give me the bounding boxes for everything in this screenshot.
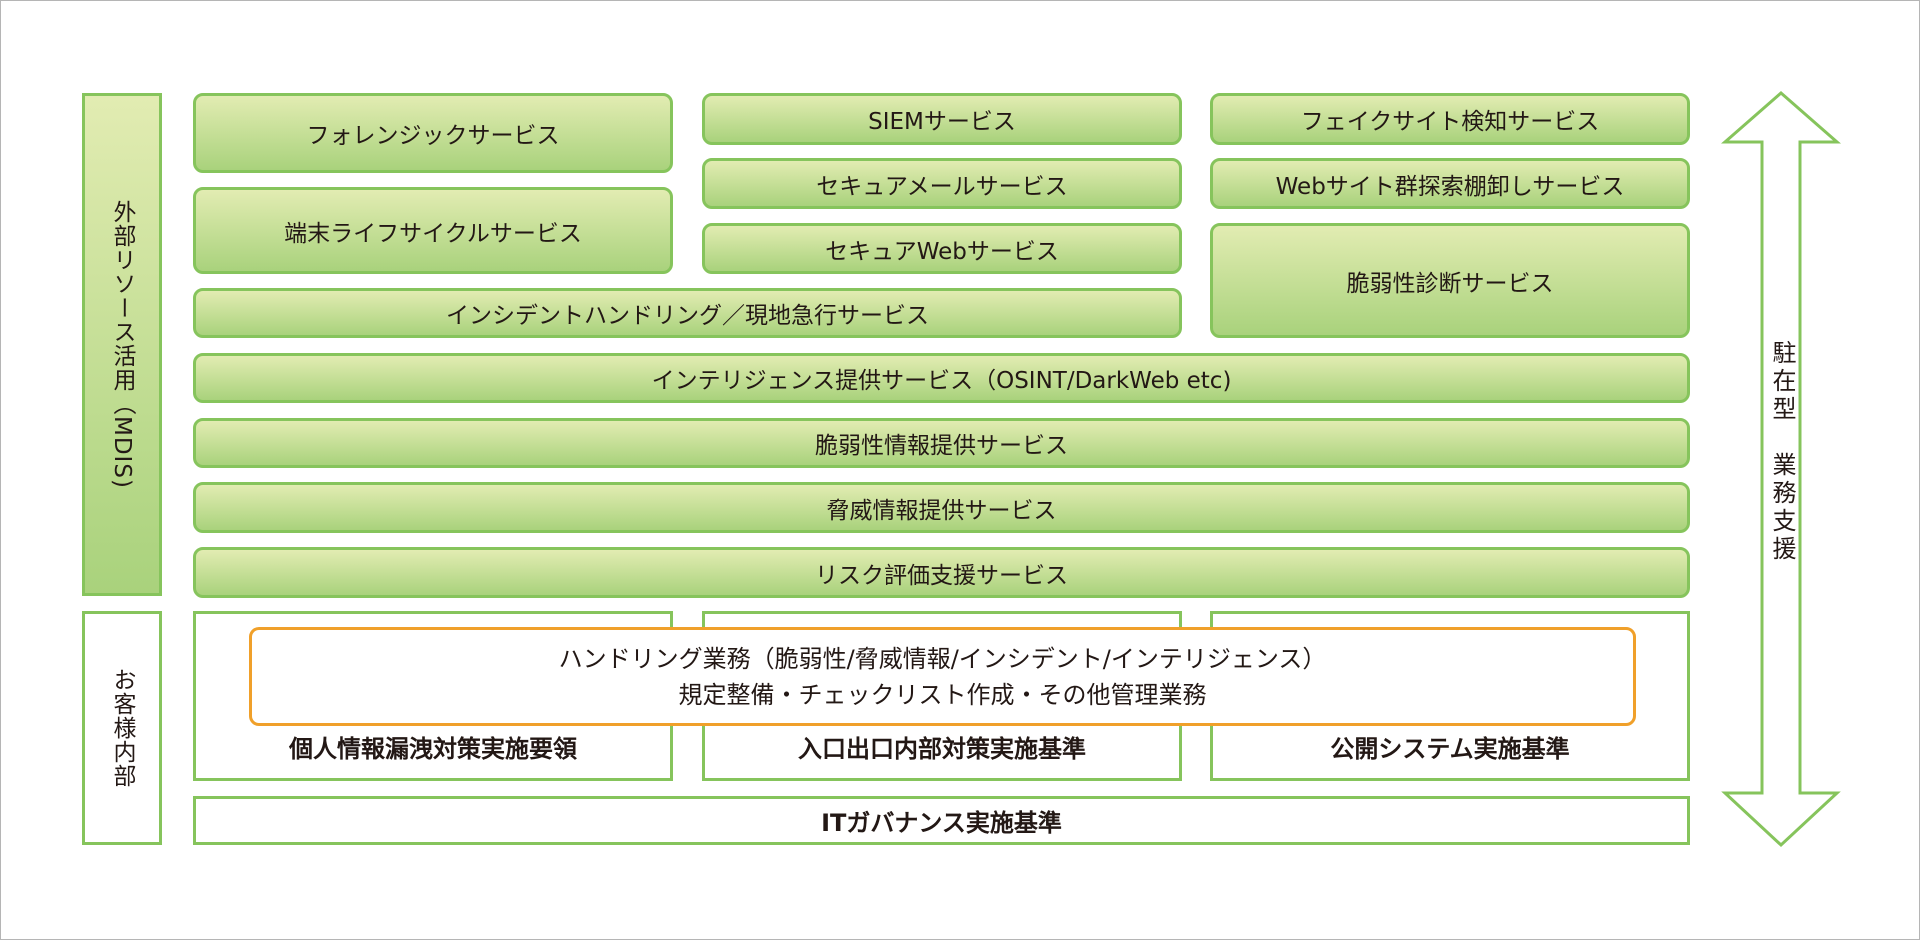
intelligence-service: インテリジェンス提供サービス（OSINT/DarkWeb etc): [193, 353, 1690, 403]
double-arrow-icon: [1721, 91, 1841, 848]
secure-mail-service: セキュアメールサービス: [702, 158, 1182, 209]
customer-internal-label: お客様内部: [82, 611, 162, 845]
threat-info-service: 脅威情報提供サービス: [193, 482, 1690, 533]
onsite-support-label: 駐在型 業務支援: [1768, 340, 1796, 564]
handling-line-1: ハンドリング業務（脆弱性/脅威情報/インシデント/インテリジェンス）: [558, 644, 1327, 673]
risk-assessment-service: リスク評価支援サービス: [193, 547, 1690, 598]
siem-service: SIEMサービス: [702, 93, 1182, 145]
external-resources-label: 外部リソース活用（MDIS): [82, 93, 162, 596]
vulnerability-diagnosis-service: 脆弱性診断サービス: [1210, 223, 1690, 338]
handling-line-2: 規定整備・チェックリスト作成・その他管理業務: [678, 680, 1207, 709]
vulnerability-info-service: 脆弱性情報提供サービス: [193, 418, 1690, 468]
terminal-lifecycle-service: 端末ライフサイクルサービス: [193, 187, 673, 274]
forensic-service: フォレンジックサービス: [193, 93, 673, 173]
fake-site-service: フェイクサイト検知サービス: [1210, 93, 1690, 145]
handling-tasks-box: ハンドリング業務（脆弱性/脅威情報/インシデント/インテリジェンス） 規定整備・…: [249, 627, 1636, 726]
web-inventory-service: Webサイト群探索棚卸しサービス: [1210, 158, 1690, 209]
it-governance-standard: ITガバナンス実施基準: [193, 796, 1690, 845]
secure-web-service: セキュアWebサービス: [702, 223, 1182, 274]
incident-handling-service: インシデントハンドリング／現地急行サービス: [193, 288, 1182, 338]
